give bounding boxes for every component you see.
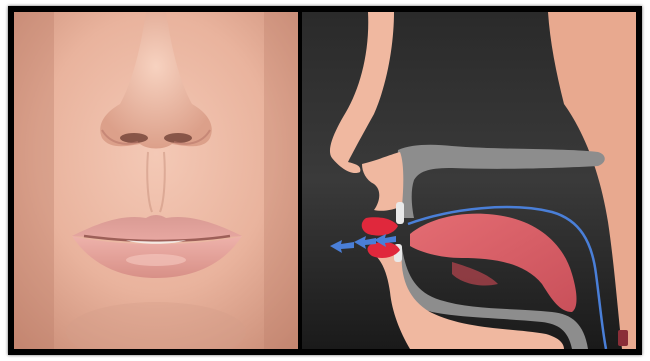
- vocal-tract-illustration: [302, 12, 636, 349]
- vocal-tract-panel: [302, 12, 636, 349]
- upper-tooth: [396, 202, 404, 224]
- vocal-cords: [618, 330, 628, 346]
- face-closeup-panel: [14, 12, 298, 349]
- face-closeup-illustration: [14, 12, 298, 349]
